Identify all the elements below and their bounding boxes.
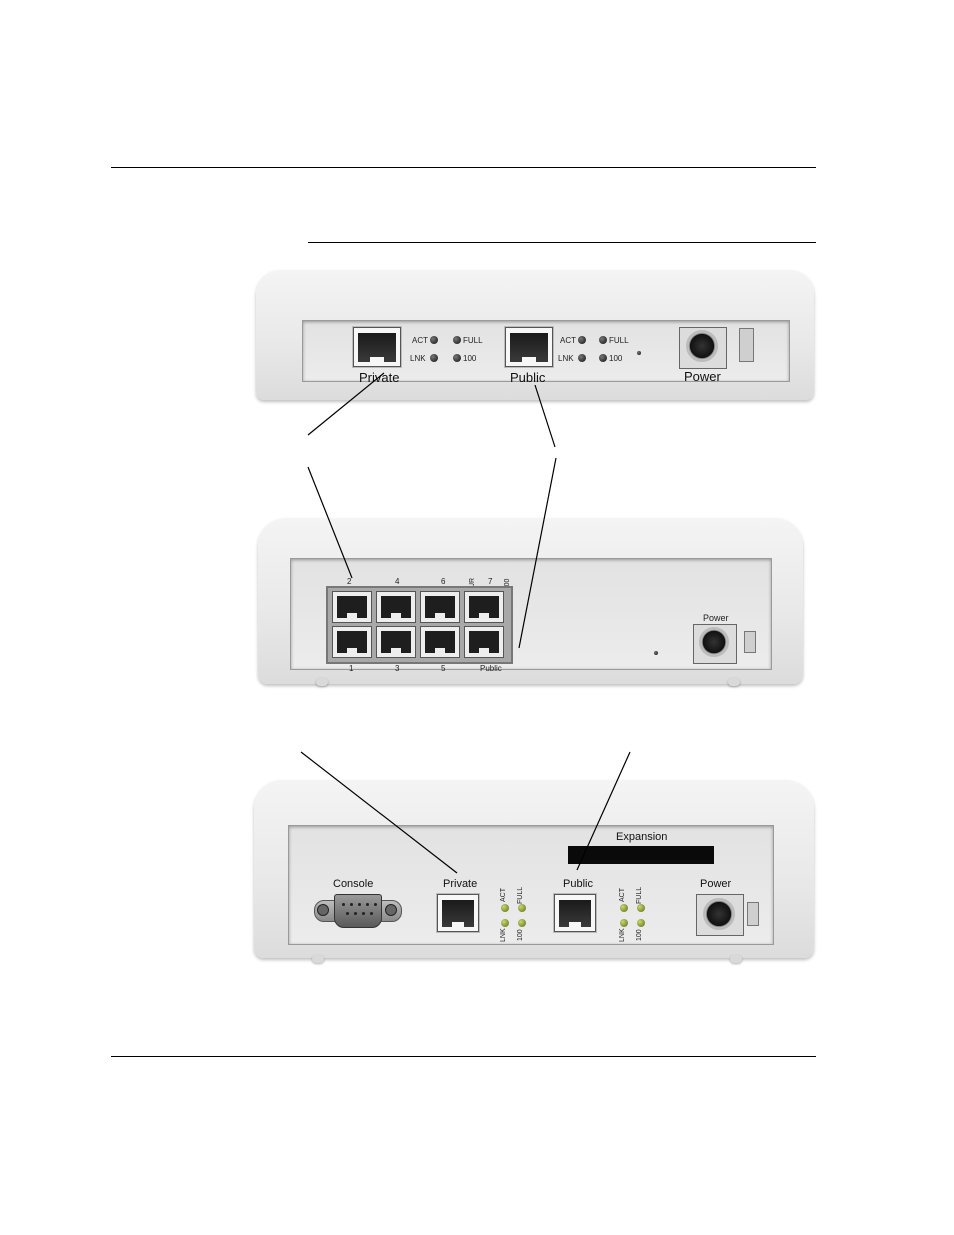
lnk-led-2 — [620, 919, 628, 927]
switch-port-public[interactable] — [464, 626, 504, 658]
led-100-label: 100 — [463, 354, 477, 363]
port-3-label: 3 — [395, 664, 400, 673]
reset-hole — [637, 351, 641, 355]
public-port-label: Public — [510, 370, 546, 385]
switch-port-4[interactable] — [376, 591, 416, 623]
led-full-label: FULL — [463, 336, 483, 345]
power-label: Power — [700, 878, 732, 890]
act-led-2 — [578, 336, 586, 344]
led-act-label-2: ACT — [560, 336, 576, 345]
switch-port-2[interactable] — [332, 591, 372, 623]
led-100-label-2: 100 — [609, 354, 623, 363]
console-label: Console — [333, 878, 374, 890]
power-switch[interactable] — [747, 902, 759, 926]
power-jack[interactable] — [699, 627, 729, 657]
port-7-label: 7 — [488, 577, 493, 586]
console-port[interactable] — [314, 894, 402, 928]
full-led — [453, 336, 461, 344]
port-4-label: 4 — [395, 577, 400, 586]
power-jack[interactable] — [686, 330, 718, 362]
public-port-label: Public — [480, 664, 502, 673]
speed-100-led — [453, 354, 461, 362]
expansion-slot[interactable] — [568, 846, 714, 864]
private-port-label: Private — [443, 878, 478, 890]
private-port[interactable] — [437, 894, 479, 932]
callout-line-public-bottom — [576, 751, 631, 871]
full-led-2 — [599, 336, 607, 344]
port-6-label: 6 — [441, 577, 446, 586]
power-label: Power — [703, 613, 729, 623]
callout-line-private-middle — [307, 466, 353, 579]
speed-100-led-2 — [637, 919, 645, 927]
public-port-label: Public — [563, 878, 593, 890]
public-port[interactable] — [505, 327, 553, 367]
lnk-led — [430, 354, 438, 362]
port-2-label: 2 — [347, 577, 352, 586]
full-led — [518, 904, 526, 912]
callout-line-private-top — [307, 372, 385, 436]
power-jack[interactable] — [703, 898, 735, 930]
switch-port-7[interactable] — [464, 591, 504, 623]
act-led — [430, 336, 438, 344]
switch-port-1[interactable] — [332, 626, 372, 658]
device-middle-image: 2 4 6 UR 7 10/100 1 3 5 Public Power — [248, 518, 816, 694]
callout-line-public-middle — [518, 457, 557, 649]
switch-port-5[interactable] — [420, 626, 460, 658]
led-lnk-label: LNK — [410, 354, 426, 363]
private-port[interactable] — [353, 327, 401, 367]
power-switch[interactable] — [744, 631, 756, 653]
act-led — [501, 904, 509, 912]
power-switch[interactable] — [739, 328, 754, 362]
switch-port-6[interactable] — [420, 591, 460, 623]
port-1-label: 1 — [349, 664, 354, 673]
speed-100-led-2 — [599, 354, 607, 362]
expansion-label: Expansion — [616, 831, 668, 843]
public-port[interactable] — [554, 894, 596, 932]
switch-port-3[interactable] — [376, 626, 416, 658]
speed-100-led — [518, 919, 526, 927]
header-rule — [111, 167, 816, 168]
footer-rule — [111, 1056, 816, 1057]
section-rule — [308, 242, 816, 243]
led-full-label-2: FULL — [609, 336, 629, 345]
full-led-2 — [637, 904, 645, 912]
device-bottom-image: Expansion Console Private ACT FULL LNK 1… — [234, 770, 816, 970]
led-lnk-label-2: LNK — [558, 354, 574, 363]
port-5-label: 5 — [441, 664, 446, 673]
callout-line-public-top — [534, 384, 556, 448]
callout-line-private-bottom — [300, 751, 458, 874]
led-act-label: ACT — [412, 336, 428, 345]
device-top-image: Private ACT LNK FULL 100 Public ACT LNK … — [256, 270, 816, 405]
lnk-led-2 — [578, 354, 586, 362]
power-label: Power — [684, 369, 721, 384]
act-led-2 — [620, 904, 628, 912]
lnk-led — [501, 919, 509, 927]
reset-hole — [654, 651, 658, 655]
